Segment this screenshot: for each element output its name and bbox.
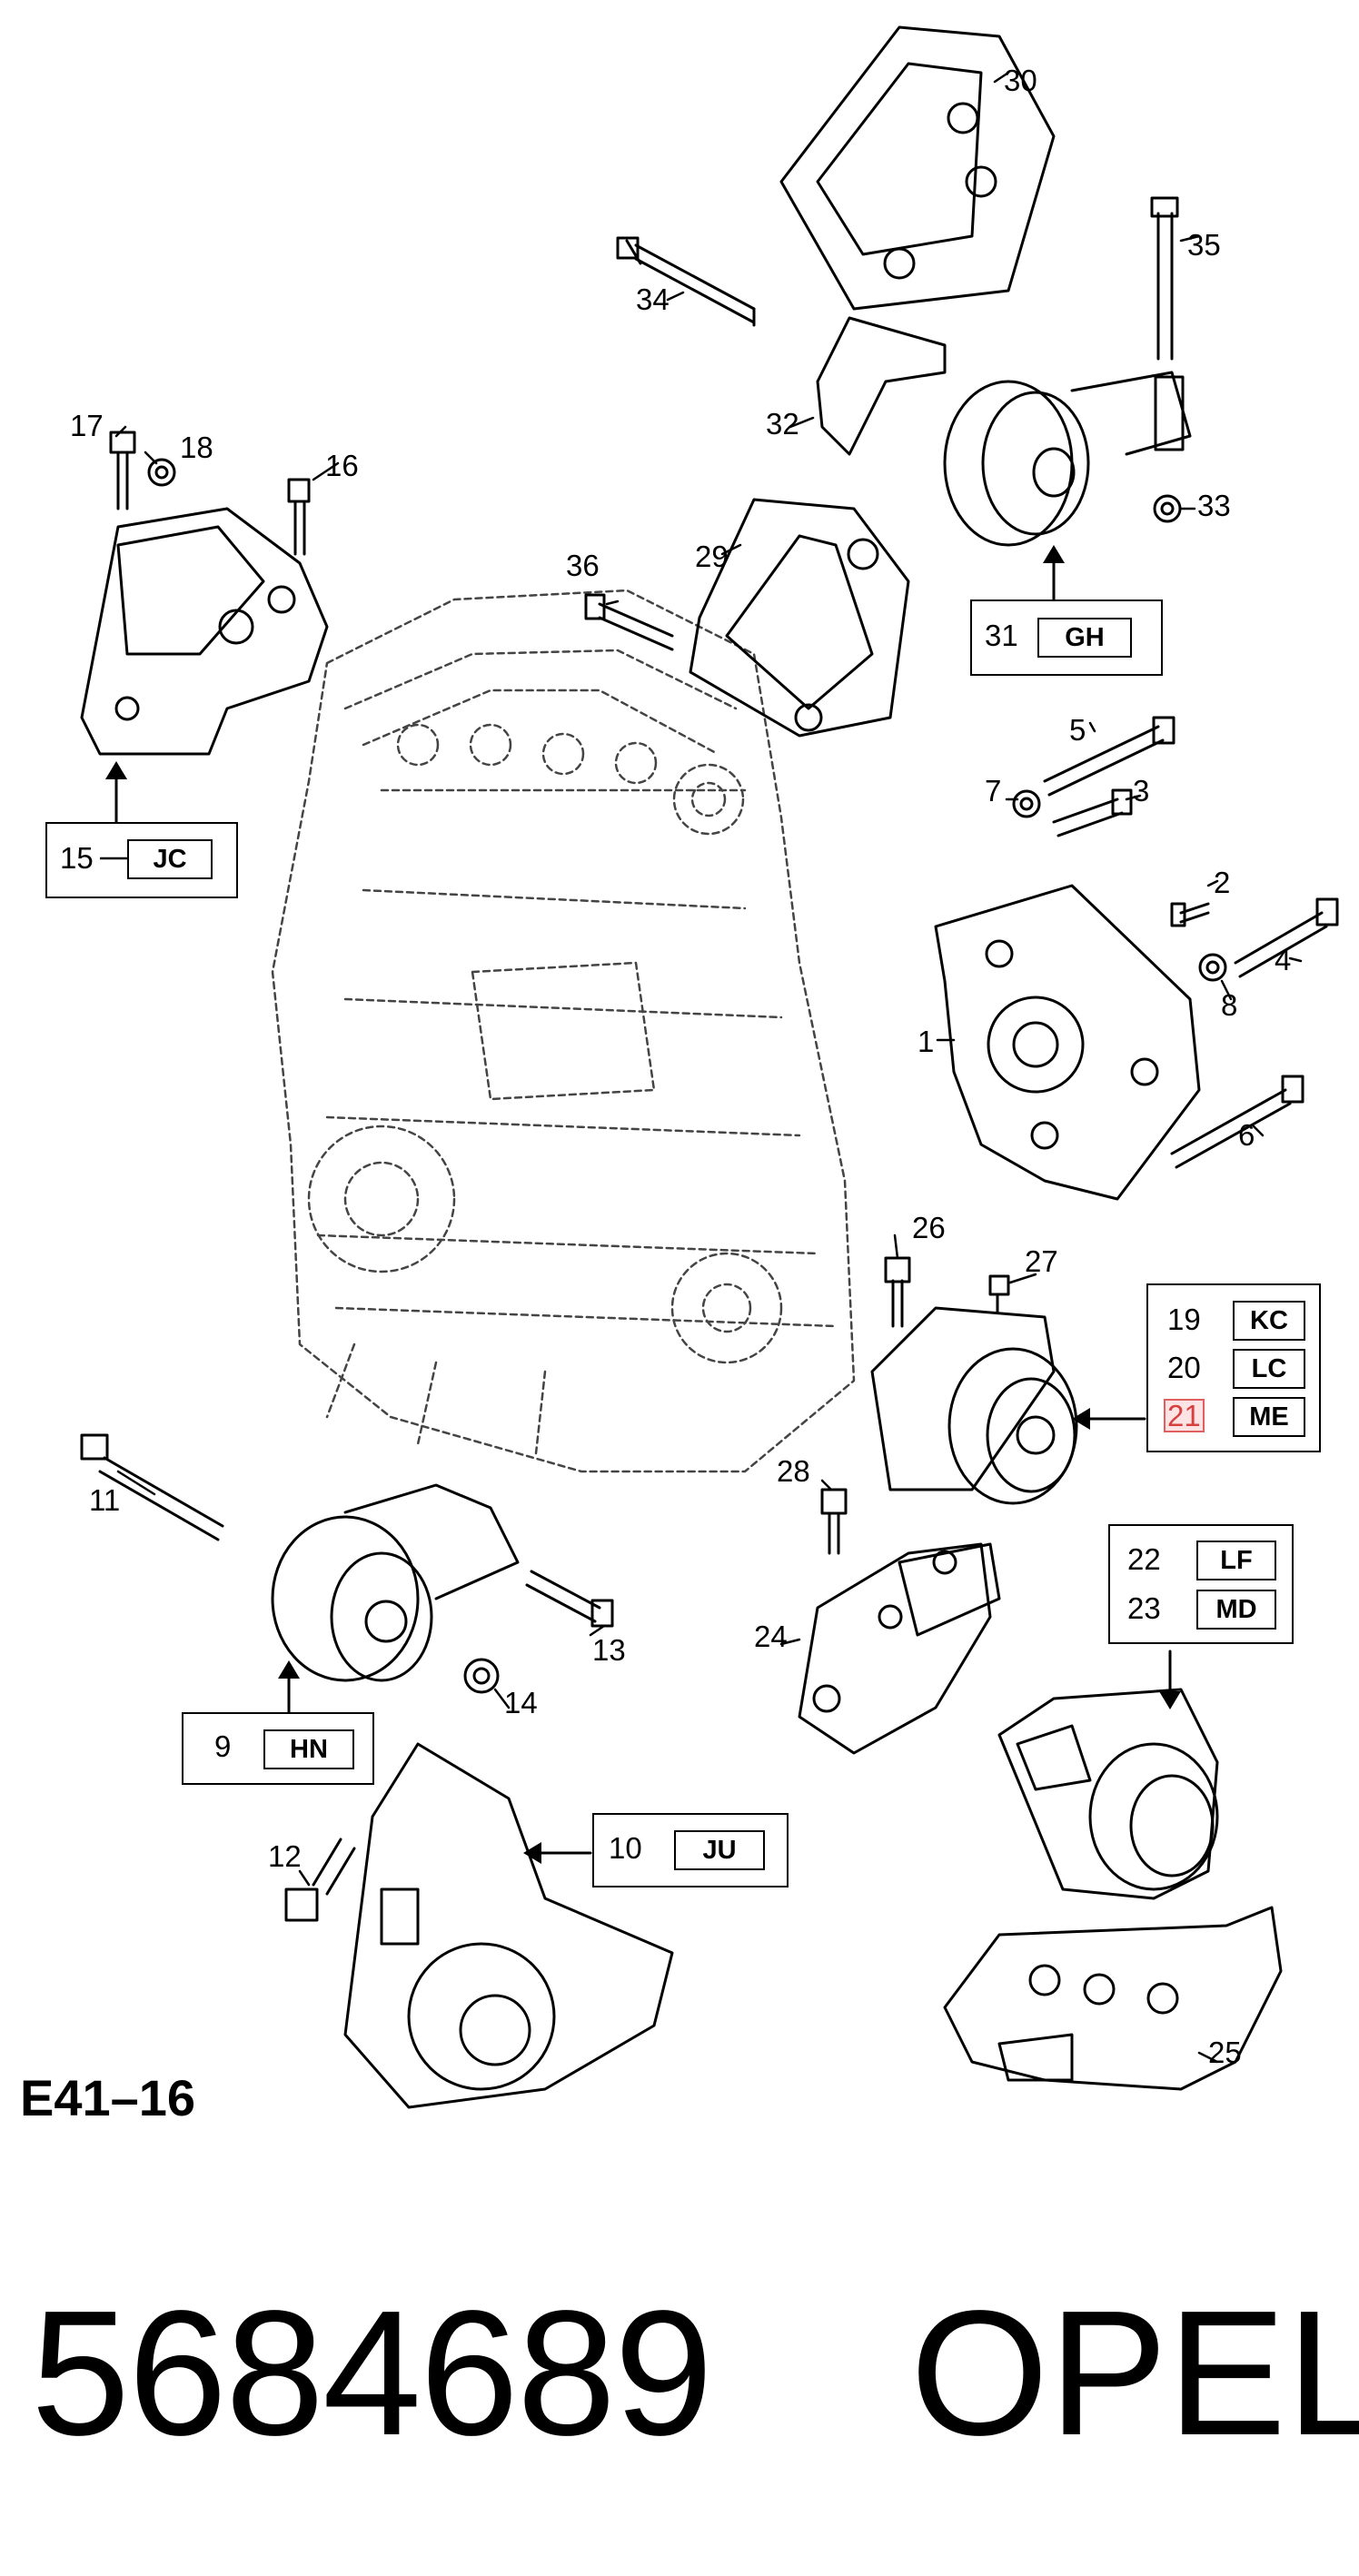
callout-14: 14 <box>504 1686 538 1719</box>
callout-5: 5 <box>1069 713 1086 747</box>
callout-13: 13 <box>592 1633 626 1667</box>
callout-4: 4 <box>1275 943 1292 976</box>
brand-name: OPEL <box>910 2274 1359 2472</box>
callout-27: 27 <box>1025 1244 1058 1278</box>
part-32-shield <box>816 316 947 456</box>
box-20-code: LC <box>1233 1349 1305 1389</box>
part-14-nut <box>463 1658 500 1694</box>
box-arrows <box>114 554 1172 1855</box>
part-3-bolt <box>1052 788 1133 837</box>
engine-block-outline <box>271 589 856 1473</box>
part-9-mount <box>271 1483 520 1682</box>
arrow-heads <box>105 545 1181 1864</box>
part-36-bolt <box>584 593 674 651</box>
callout-29: 29 <box>695 540 729 573</box>
box-10-number: 10 <box>609 1831 642 1865</box>
callout-28: 28 <box>777 1454 810 1488</box>
box-15-code: JC <box>127 839 213 879</box>
part-25-bracket <box>943 1906 1283 2091</box>
part-7-washer <box>1012 789 1041 818</box>
part-30-bracket <box>779 25 1056 311</box>
part-34-bolt <box>616 236 756 327</box>
part-15-mount <box>80 507 329 756</box>
part-6-bolt <box>1170 1075 1304 1169</box>
part-4-bolt <box>1234 897 1339 978</box>
callout-26: 26 <box>912 1211 946 1244</box>
box-22-number: 22 <box>1127 1542 1161 1576</box>
callout-12: 12 <box>268 1839 302 1873</box>
callout-16: 16 <box>325 449 359 482</box>
callout-1: 1 <box>918 1025 935 1058</box>
box-23-code: MD <box>1196 1590 1276 1630</box>
box-9-number: 9 <box>214 1729 232 1763</box>
callout-35: 35 <box>1187 228 1221 262</box>
box-21-number-highlighted: 21 <box>1164 1399 1205 1432</box>
box-19-code: KC <box>1233 1301 1305 1341</box>
part-8-washer <box>1198 953 1227 982</box>
part-12-bolt <box>284 1838 356 1922</box>
part-31-mount <box>943 371 1192 547</box>
callout-25: 25 <box>1208 2036 1242 2069</box>
box-22-code: LF <box>1196 1541 1276 1580</box>
callout-24: 24 <box>754 1620 788 1653</box>
part-29-bracket <box>689 498 910 738</box>
callout-36: 36 <box>566 549 600 582</box>
callout-6: 6 <box>1238 1118 1255 1152</box>
callout-7: 7 <box>985 774 1002 807</box>
box-10-code: JU <box>674 1830 765 1870</box>
part-16-bolt <box>287 478 311 556</box>
part-28-bolt <box>820 1488 848 1555</box>
box-31-code: GH <box>1037 618 1132 658</box>
callout-33: 33 <box>1197 489 1231 522</box>
box-9-code: HN <box>263 1729 354 1769</box>
leader-lines <box>114 71 1303 2064</box>
callout-3: 3 <box>1133 774 1150 807</box>
part-21-mount <box>870 1306 1078 1505</box>
callout-11: 11 <box>89 1483 121 1517</box>
part-18-nut <box>147 458 176 487</box>
callout-34: 34 <box>636 282 670 316</box>
box-15-number: 15 <box>60 841 94 875</box>
callout-32: 32 <box>766 407 799 441</box>
diagram-reference: E41–16 <box>20 2069 196 2126</box>
callout-17: 17 <box>70 409 104 442</box>
box-21-code: ME <box>1233 1397 1305 1437</box>
part-11-bolt <box>80 1433 224 1541</box>
part-35-bolt <box>1150 196 1179 361</box>
part-27-bolt <box>988 1274 1010 1314</box>
part-number: 5684689 <box>31 2274 713 2472</box>
box-19-number: 19 <box>1167 1303 1201 1336</box>
part-23-mount <box>997 1688 1219 1900</box>
box-31-number: 31 <box>985 619 1018 652</box>
part-2-bolt <box>1170 902 1210 927</box>
part-24-bracket <box>798 1542 1001 1755</box>
part-17-bolt <box>109 431 136 510</box>
box-20-number: 20 <box>1167 1351 1201 1384</box>
part-5-bolt <box>1043 716 1175 797</box>
callout-2: 2 <box>1214 866 1231 899</box>
part-10-mount <box>343 1742 674 2109</box>
part-1-bracket <box>934 884 1201 1201</box>
callout-18: 18 <box>180 431 213 464</box>
callout-30: 30 <box>1004 64 1037 97</box>
callout-8: 8 <box>1221 988 1238 1022</box>
box-23-number: 23 <box>1127 1591 1161 1625</box>
